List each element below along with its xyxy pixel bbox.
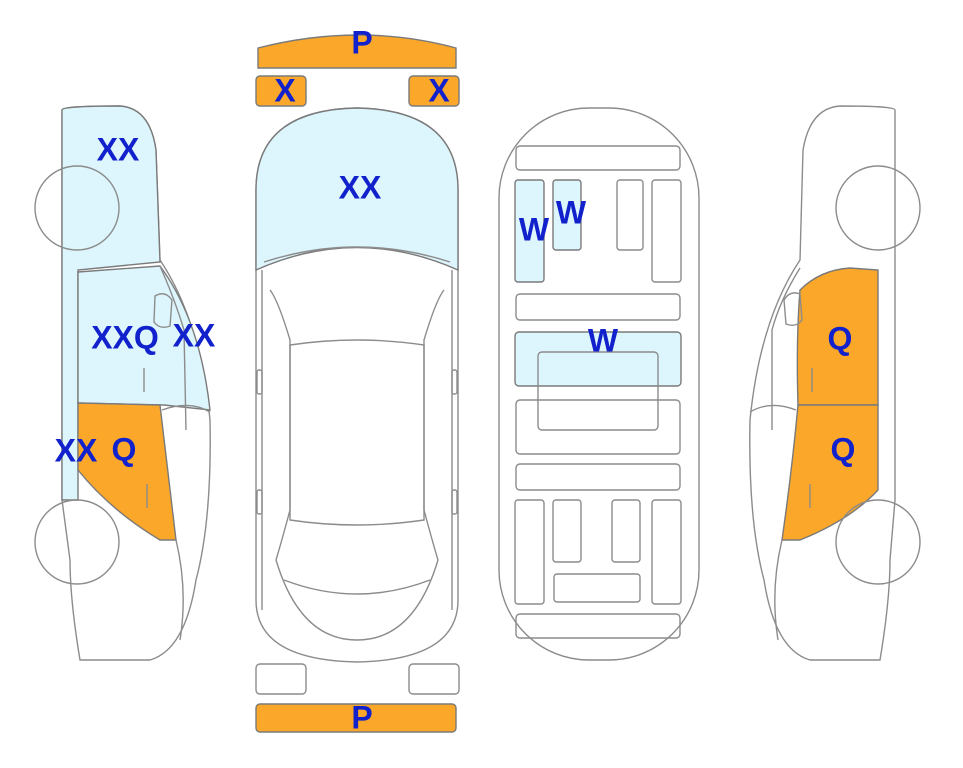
right-mirror-side: [783, 292, 803, 327]
left-sill-line: [175, 539, 184, 641]
right-rear-door-label: Q: [831, 431, 856, 467]
left-pillar-line: [161, 404, 211, 413]
right-mirror-top: [451, 369, 458, 395]
underside-left-panel-a-label: W: [519, 211, 550, 247]
underside-middle-panel[interactable]: [514, 331, 682, 387]
front-bumper-label: P: [351, 24, 372, 60]
rear-deck-line: [275, 559, 439, 641]
underside-rear-center: [553, 573, 641, 603]
underside-view: W W W: [498, 107, 700, 661]
front-left-light-panel[interactable]: [255, 75, 307, 107]
right-body-outline: [749, 105, 896, 661]
hood-label: XX: [339, 169, 382, 205]
left-side-view: XX XXQ XX XX Q: [34, 105, 216, 661]
left-rear-door-label: Q: [112, 431, 137, 467]
underside-left-panel-b-label: W: [556, 194, 587, 230]
left-front-fender-panel[interactable]: [61, 105, 161, 501]
underside-right-panel-a: [616, 179, 644, 251]
right-handle-top: [451, 489, 458, 515]
left-rear-quarter-label: XX: [55, 432, 98, 468]
underside-crossbar-1: [515, 293, 681, 321]
underside-left-panel-b[interactable]: [552, 179, 582, 251]
right-front-wheel: [835, 165, 921, 251]
underside-left-panel-a[interactable]: [514, 179, 545, 283]
left-front-door-window-label: XX: [173, 317, 216, 353]
rear-right-light-panel[interactable]: [408, 663, 460, 695]
cabin-outline: [269, 289, 445, 561]
left-front-fender-label: XX: [97, 131, 140, 167]
rear-window-line: [283, 579, 431, 595]
right-window-line: [771, 267, 801, 430]
underside-rear-bar: [515, 613, 681, 639]
underside-rear-left-a: [514, 499, 545, 605]
rear-bumper-panel[interactable]: [255, 703, 457, 733]
roof-outline: [289, 339, 425, 526]
left-rear-door-panel[interactable]: [77, 402, 177, 541]
left-front-door-label: XXQ: [91, 319, 159, 355]
front-right-light-panel[interactable]: [408, 75, 460, 107]
windshield-line: [263, 246, 451, 263]
left-mirror-side: [153, 293, 173, 329]
underside-outline: [498, 107, 700, 661]
front-right-light-label: X: [428, 72, 450, 108]
right-rear-door-panel[interactable]: [781, 404, 879, 541]
underside-center-block: [537, 351, 659, 431]
underside-middle-panel-label: W: [588, 322, 619, 358]
right-pillar-line: [749, 404, 797, 413]
underside-rear-right-b: [651, 499, 682, 605]
left-front-wheel: [34, 165, 120, 251]
underside-front-bar: [515, 145, 681, 171]
underside-rear-right-a: [611, 499, 641, 563]
right-front-door-panel[interactable]: [796, 267, 879, 406]
front-bumper-panel[interactable]: [257, 34, 457, 69]
underside-crossbar-3: [515, 463, 681, 491]
left-rear-wheel: [34, 499, 120, 585]
rear-left-light-panel[interactable]: [255, 663, 307, 695]
underside-crossbar-2: [515, 399, 681, 455]
right-sill-line: [774, 539, 783, 641]
right-front-door-label: Q: [828, 320, 853, 356]
top-view: P X X XX P: [255, 24, 460, 735]
right-rear-wheel: [835, 499, 921, 585]
left-handle-top: [256, 489, 263, 515]
left-mirror-top: [256, 369, 263, 395]
rear-bumper-label: P: [351, 699, 372, 735]
hood-panel[interactable]: [255, 107, 459, 272]
front-left-light-label: X: [274, 72, 296, 108]
underside-right-panel-b: [651, 179, 682, 283]
right-side-view: Q Q: [749, 105, 921, 661]
left-window-line: [159, 265, 187, 431]
underside-rear-left-b: [552, 499, 582, 563]
